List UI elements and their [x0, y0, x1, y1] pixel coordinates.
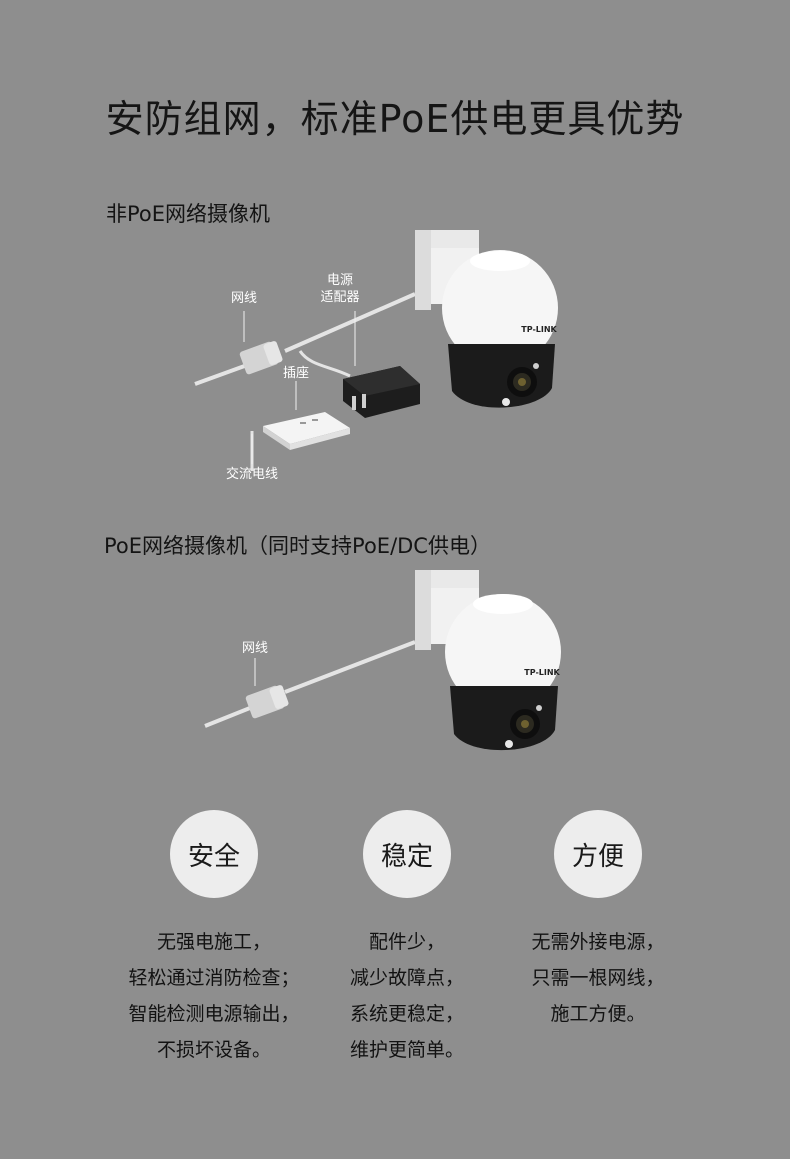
- network-cable-line-2: [284, 640, 416, 694]
- feature-line: 无强电施工，: [156, 931, 271, 953]
- power-cable-line: [298, 350, 351, 378]
- feature-description: 配件少， 减少故障点， 系统更稳定， 维护更简单。: [307, 924, 507, 1068]
- label-power-adapter-line2: 适配器: [320, 290, 360, 305]
- feature-safety: 安全 无强电施工， 轻松通过消防检查； 智能检测电源输出， 不损坏设备。: [114, 810, 314, 1068]
- section-heading-poe: PoE网络摄像机（同时支持PoE/DC供电）: [104, 534, 491, 558]
- feature-line: 系统更稳定，: [349, 1003, 464, 1025]
- label-power-adapter: 电源 适配器: [310, 272, 370, 306]
- feature-line: 减少故障点，: [349, 967, 464, 989]
- feature-line: 智能检测电源输出，: [128, 1003, 300, 1025]
- feature-stability: 稳定 配件少， 减少故障点， 系统更稳定， 维护更简单。: [307, 810, 507, 1068]
- feature-line: 施工方便。: [550, 1003, 646, 1025]
- feature-description: 无强电施工， 轻松通过消防检查； 智能检测电源输出， 不损坏设备。: [114, 924, 314, 1068]
- wall-socket: [263, 412, 350, 450]
- ptz-camera: [415, 570, 561, 751]
- page-title: 安防组网，标准PoE供电更具优势: [105, 97, 685, 141]
- feature-badge: 稳定: [363, 810, 451, 898]
- section-heading-non-poe: 非PoE网络摄像机: [106, 202, 271, 226]
- camera-brand-logo: TP-LINK: [521, 325, 557, 334]
- label-network-cable: 网线: [241, 641, 268, 656]
- feature-badge: 安全: [170, 810, 258, 898]
- network-cable-line-2: [284, 292, 416, 353]
- camera-brand-logo: TP-LINK: [524, 668, 560, 677]
- feature-line: 只需一根网线，: [531, 967, 665, 989]
- ptz-camera: [415, 230, 558, 408]
- rj45-connector: [239, 341, 283, 375]
- feature-line: 轻松通过消防检查；: [128, 967, 300, 989]
- feature-line: 配件少，: [368, 931, 445, 953]
- non-poe-camera-diagram: 网线 电源 适配器 插座 交流电线 TP-LINK: [0, 226, 790, 516]
- feature-convenience: 方便 无需外接电源， 只需一根网线， 施工方便。: [498, 810, 698, 1032]
- label-power-adapter-line1: 电源: [326, 273, 353, 288]
- poe-camera-diagram: 网线 TP-LINK: [0, 566, 790, 766]
- network-cable-line: [204, 704, 256, 728]
- label-ac-cable: 交流电线: [225, 467, 278, 482]
- network-cable-line: [194, 362, 251, 386]
- feature-description: 无需外接电源， 只需一根网线， 施工方便。: [498, 924, 698, 1032]
- feature-line: 维护更简单。: [349, 1039, 464, 1061]
- feature-line: 不损坏设备。: [156, 1039, 271, 1061]
- feature-badge: 方便: [554, 810, 642, 898]
- label-network-cable: 网线: [230, 291, 257, 306]
- label-socket: 插座: [282, 366, 309, 381]
- power-adapter: [343, 366, 420, 418]
- rj45-connector: [245, 685, 289, 719]
- feature-line: 无需外接电源，: [531, 931, 665, 953]
